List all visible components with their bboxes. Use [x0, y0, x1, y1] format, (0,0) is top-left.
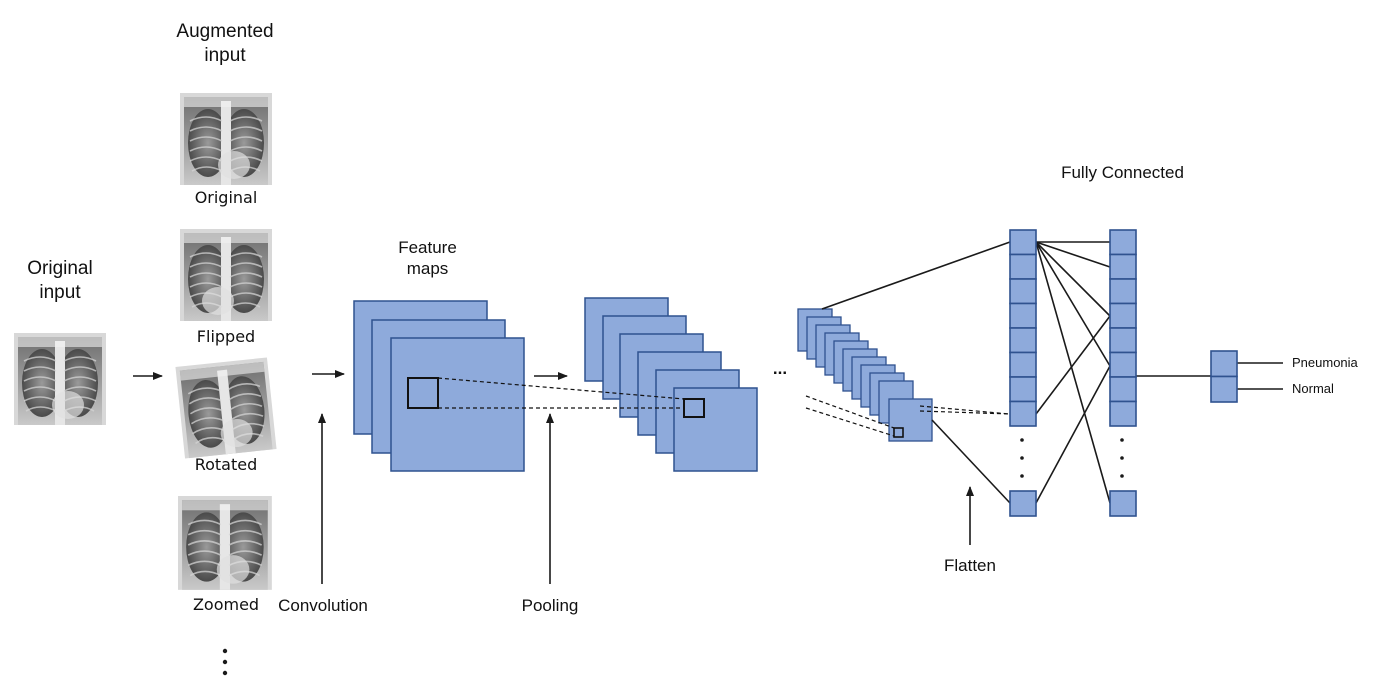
- deep-window: [893, 427, 904, 438]
- pooling-label: Pooling: [521, 596, 579, 615]
- flatten-vector: [1009, 229, 1037, 517]
- dense-ellipsis: [1120, 438, 1124, 478]
- dense-vector: [1109, 229, 1137, 517]
- original-input-title: Original input: [27, 258, 93, 303]
- deep-dashes: [805, 395, 1011, 437]
- aug-label-flipped: Flipped: [196, 327, 256, 346]
- augmented-image-zoomed: [177, 495, 273, 591]
- augmentations-ellipsis: [222, 648, 228, 676]
- conv-pool-dashes: [437, 377, 685, 409]
- fully-connected-title: Fully Connected: [1061, 163, 1184, 182]
- augmented-image-rotated: [174, 356, 278, 460]
- output-label-pneumonia: Pneumonia: [1292, 355, 1358, 370]
- aug-label-zoomed: Zoomed: [192, 595, 260, 614]
- deep-feature-maps: [797, 308, 933, 442]
- layers-ellipsis: ...: [772, 359, 788, 378]
- flatten-ellipsis: [1020, 438, 1024, 478]
- fc-connections: [1035, 241, 1283, 504]
- aug-label-rotated: Rotated: [194, 455, 258, 474]
- conv-kernel-window: [407, 377, 439, 409]
- convolution-label: Convolution: [278, 596, 368, 615]
- output-label-normal: Normal: [1292, 381, 1334, 396]
- original-input-image: [13, 332, 107, 426]
- augmented-image-original: [179, 92, 273, 186]
- aug-label-original: Original: [194, 188, 258, 207]
- pooled-feature-maps: [584, 297, 758, 472]
- augmented-input-title: Augmented input: [176, 21, 274, 66]
- flatten-connectors: [821, 241, 1011, 504]
- flatten-label: Flatten: [944, 556, 996, 575]
- conv-feature-maps: [353, 300, 525, 472]
- feature-maps-title: Feature maps: [398, 238, 457, 279]
- output-layer: [1210, 350, 1238, 403]
- augmented-image-flipped: [179, 228, 273, 322]
